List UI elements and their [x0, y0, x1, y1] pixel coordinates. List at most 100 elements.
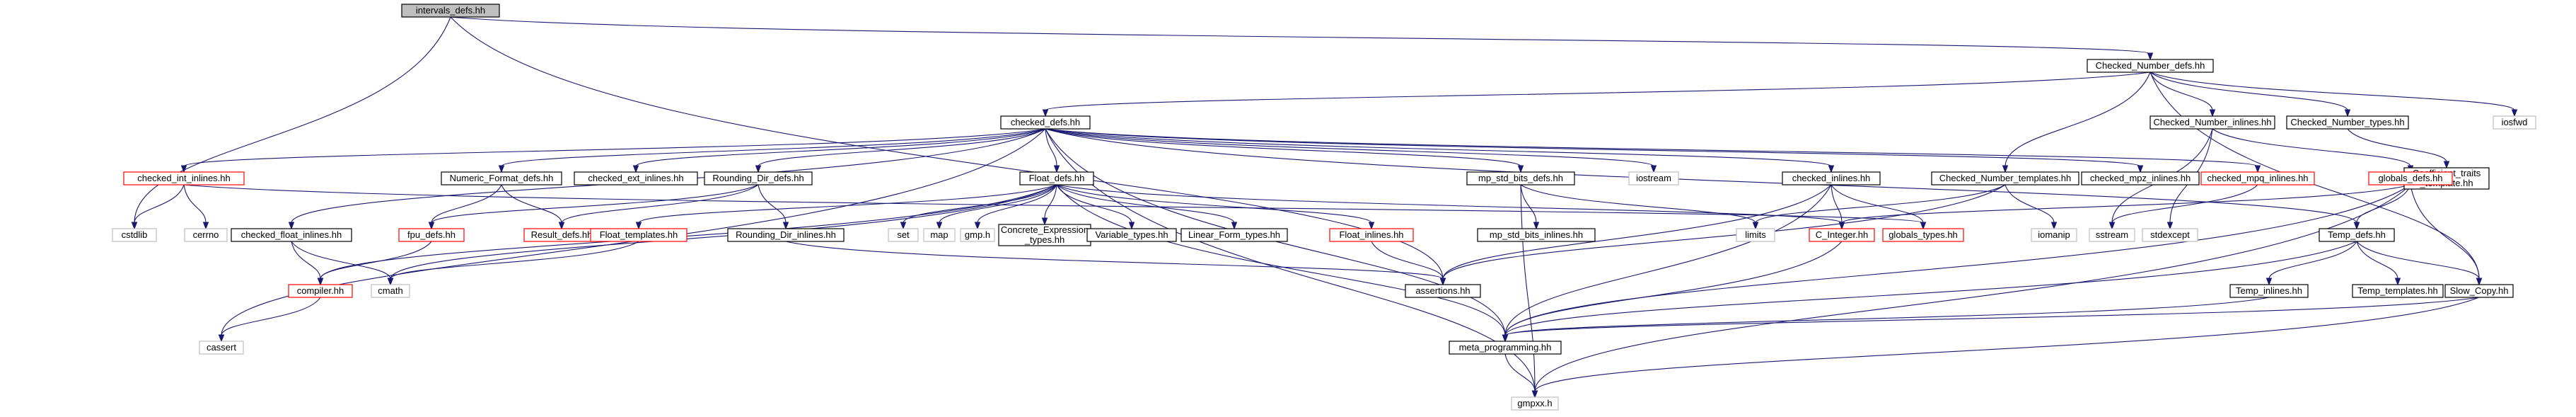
node-label: Float_templates.hh [600, 229, 678, 240]
edge-n11-n31 [1056, 184, 1235, 224]
node-label: checked_defs.hh [1011, 117, 1080, 127]
node-label: Rounding_Dir_inlines.hh [736, 229, 836, 240]
edge-arrowhead [782, 222, 789, 230]
node-linear-form-types-hh[interactable]: Linear_Form_types.hh [1180, 228, 1288, 242]
node-float-defs-hh[interactable]: Float_defs.hh [1019, 171, 1094, 185]
node-intervals-defs-hh[interactable]: intervals_defs.hh [401, 4, 500, 18]
edge-arrowhead [218, 334, 225, 343]
edge-n2-n40 [1045, 128, 2357, 224]
node-box [184, 228, 228, 242]
node-slow-copy-hh[interactable]: Slow_Copy.hh [2444, 284, 2514, 298]
edge-n2-n11 [1045, 128, 1057, 167]
node-label: Variable_types.hh [1095, 229, 1168, 240]
node-temp-defs-hh[interactable]: Temp_defs.hh [2319, 228, 2395, 242]
node-rounding-dir-inlines-hh[interactable]: Rounding_Dir_inlines.hh [727, 228, 845, 242]
node-result-defs-hh[interactable]: Result_defs.hh [523, 228, 600, 242]
node-label: Float_inlines.hh [1339, 229, 1403, 240]
edge-n2-n17 [1045, 128, 2258, 167]
node-box [2286, 115, 2409, 130]
node-cmath[interactable]: cmath [371, 284, 410, 298]
node-globals-defs-hh[interactable]: globals_defs.hh [2368, 171, 2453, 185]
node-mp-std-bits-defs-hh[interactable]: mp_std_bits_defs.hh [1466, 171, 1575, 185]
edge-arrowhead [936, 222, 943, 230]
edge-n11-n48 [1056, 184, 1506, 336]
edge-n2-n12 [1045, 128, 1521, 167]
node-checked-int-inlines-hh[interactable]: checked_int_inlines.hh [123, 171, 245, 185]
node-float-inlines-hh[interactable]: Float_inlines.hh [1329, 228, 1414, 242]
node-label: checked_mpq_inlines.hh [2207, 173, 2308, 183]
node-c-integer-hh[interactable]: C_Integer.hh [1809, 228, 1875, 242]
node-iosfwd[interactable]: iosfwd [2493, 115, 2536, 130]
node-checked-number-inlines-hh[interactable]: Checked_Number_inlines.hh [2149, 115, 2275, 130]
node-temp-inlines-hh[interactable]: Temp_inlines.hh [2229, 284, 2309, 298]
node-checked-ext-inlines-hh[interactable]: checked_ext_inlines.hh [574, 171, 698, 185]
edge-n11-n29 [1044, 184, 1057, 219]
node-meta-programming-hh[interactable]: meta_programming.hh [1449, 341, 1562, 355]
edge-n11-n24 [638, 184, 1057, 224]
node-checked-defs-hh[interactable]: checked_defs.hh [1000, 115, 1091, 130]
node-label: Result_defs.hh [531, 229, 593, 240]
node-cerrno[interactable]: cerrno [184, 228, 228, 242]
edge-arrowhead [2209, 109, 2216, 118]
node-box [1782, 171, 1881, 185]
node-variable-types-hh[interactable]: Variable_types.hh [1086, 228, 1177, 242]
edge-n7-n36 [183, 184, 1924, 224]
node-label: Checked_Number_defs.hh [2096, 60, 2205, 71]
node-label: stdexcept [2150, 229, 2190, 240]
node-label: checked_mpz_inlines.hh [2090, 173, 2191, 183]
node-label: cmath [378, 285, 402, 296]
node-gmp-h[interactable]: gmp.h [960, 228, 995, 242]
node-box [1477, 228, 1596, 242]
edge-arrowhead [974, 222, 981, 230]
node-label: Temp_inlines.hh [2236, 285, 2302, 296]
edge-arrowhead [558, 222, 565, 230]
node-mp-std-bits-inlines-hh[interactable]: mp_std_bits_inlines.hh [1477, 228, 1596, 242]
node-label: globals_types.hh [1889, 229, 1958, 240]
node-concrete-expression-types-hh[interactable]: Concrete_Expression_types.hh [998, 224, 1091, 246]
node-map[interactable]: map [923, 228, 956, 242]
node-stdexcept[interactable]: stdexcept [2142, 228, 2198, 242]
node-iomanip[interactable]: iomanip [2031, 228, 2077, 242]
node-fpu-defs-hh[interactable]: fpu_defs.hh [398, 228, 465, 242]
node-checked-inlines-hh[interactable]: checked_inlines.hh [1782, 171, 1881, 185]
node-label: Temp_templates.hh [2357, 285, 2437, 296]
edge-n8-n23 [501, 184, 562, 224]
edge-n15-n37 [2004, 184, 2055, 224]
node-sstream[interactable]: sstream [2089, 228, 2135, 242]
edge-n11-n27 [939, 184, 1057, 224]
node-checked-mpz-inlines-hh[interactable]: checked_mpz_inlines.hh [2081, 171, 2200, 185]
node-label: Checked_Number_inlines.hh [2154, 117, 2272, 127]
edge-n17-n38 [2111, 184, 2258, 224]
node-set[interactable]: set [888, 228, 919, 242]
node-limits[interactable]: limits [1736, 228, 1775, 242]
node-cassert[interactable]: cassert [199, 341, 244, 355]
edge-arrowhead [1502, 334, 1509, 343]
node-box [2089, 228, 2135, 242]
node-globals-types-hh[interactable]: globals_types.hh [1882, 228, 1964, 242]
edge-n12-n49 [1520, 184, 1536, 392]
node-cstdlib[interactable]: cstdlib [112, 228, 157, 242]
node-box [441, 171, 562, 185]
node-gmpxx-h[interactable]: gmpxx.h [1511, 396, 1559, 411]
node-assertions-hh[interactable]: assertions.hh [1405, 284, 1481, 298]
node-temp-templates-hh[interactable]: Temp_templates.hh [2352, 284, 2444, 298]
node-compiler-hh[interactable]: compiler.hh [288, 284, 353, 298]
node-numeric-format-defs-hh[interactable]: Numeric_Format_defs.hh [441, 171, 562, 185]
node-box [704, 171, 813, 185]
node-checked-mpq-inlines-hh[interactable]: checked_mpq_inlines.hh [2200, 171, 2315, 185]
edge-n44-n48 [1504, 297, 2270, 336]
node-float-templates-hh[interactable]: Float_templates.hh [590, 228, 687, 242]
node-box [727, 228, 845, 242]
node-checked-number-types-hh[interactable]: Checked_Number_types.hh [2286, 115, 2409, 130]
node-checked-float-inlines-hh[interactable]: checked_float_inlines.hh [231, 228, 352, 242]
node-label: Float_defs.hh [1029, 173, 1085, 183]
node-box [2229, 284, 2309, 298]
node-rounding-dir-defs-hh[interactable]: Rounding_Dir_defs.hh [704, 171, 813, 185]
node-box [1180, 228, 1288, 242]
node-box [2149, 115, 2275, 130]
edge-arrowhead [2050, 222, 2058, 230]
node-iostream[interactable]: iostream [1628, 171, 1679, 185]
node-checked-number-templates-hh[interactable]: Checked_Number_templates.hh [1931, 171, 2079, 185]
node-checked-number-defs-hh[interactable]: Checked_Number_defs.hh [2087, 59, 2214, 73]
edge-n40-n45 [2356, 241, 2398, 280]
